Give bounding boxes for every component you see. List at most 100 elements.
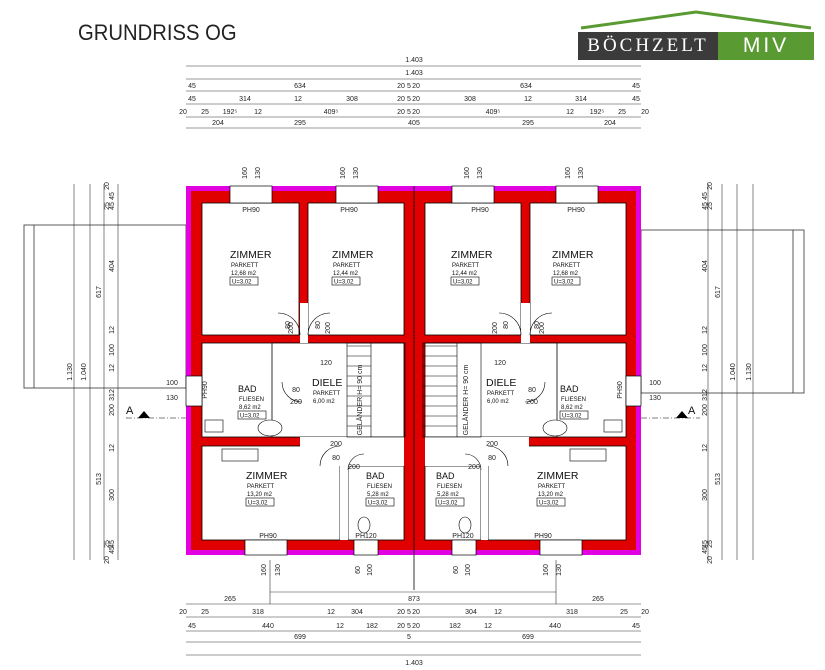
dim-side: 20 [707, 182, 714, 190]
dim-side: 45 [702, 192, 709, 200]
dim-bottom-row3: 440 [262, 623, 274, 630]
dim-bottom-row2: 25 [620, 609, 628, 616]
dim-top-row5: 192⁵ [590, 109, 605, 116]
dim-top-row5: 409⁵ [324, 109, 339, 116]
room-name: ZIMMER [552, 249, 594, 261]
dim-top-row5: 20 [412, 109, 420, 116]
dim-side: 12 [702, 444, 709, 452]
dim-bottom-row2: 20 [397, 609, 405, 616]
dim-window-top: 130 [477, 167, 484, 179]
dim-bottom-row2: 318 [566, 609, 578, 616]
window-label: PH90 [534, 533, 552, 540]
company-logo: BÖCHZELT MIV [573, 8, 819, 60]
room-u-value-box [237, 410, 267, 420]
dim-top-row3: 5 [407, 83, 411, 90]
room-u-value: U=3,02 [334, 280, 354, 286]
door-dim: 80 [332, 455, 340, 462]
dim-side: 25 [707, 540, 714, 548]
window-label: PH90 [471, 207, 489, 214]
window-label: PH90 [259, 533, 277, 540]
windows [185, 185, 642, 556]
dim-bottom-row2: 12 [327, 609, 335, 616]
door-dim: 80 [285, 321, 292, 329]
dim-bottom-row3: 20 [412, 623, 420, 630]
roof-logo-icon [580, 10, 812, 30]
dim-bottom-row2: 5 [407, 609, 411, 616]
dim-top-row4: 308 [464, 96, 476, 103]
dim-top-row4: 45 [632, 96, 640, 103]
dim-top-row3: 45 [632, 83, 640, 90]
dim-window-bottom: 130 [556, 564, 563, 576]
door-dim: 80 [528, 387, 536, 394]
dim-side-total: 1.040 [730, 363, 737, 381]
room-u-value: U=3,02 [554, 280, 574, 286]
dim-top-row5: 192⁵ [223, 109, 238, 116]
room-area: 6,00 m2 [487, 399, 509, 405]
dim-window-top: 130 [255, 167, 262, 179]
room-area: 12,44 m2 [452, 271, 478, 277]
dim-bottom-row3: 5 [407, 623, 411, 630]
dim-side: 617 [96, 286, 103, 298]
door-dim: 200 [468, 464, 480, 471]
room-name: ZIMMER [451, 249, 493, 261]
dim-window-side: 130 [649, 395, 661, 402]
dim-top-row6: 295 [294, 120, 306, 127]
dim-window-top: 160 [565, 167, 572, 179]
room-area: 8,62 m2 [239, 405, 261, 411]
dim-side: 617 [715, 286, 722, 298]
dim-window-bottom: 60 [453, 566, 460, 574]
dim-top-row4: 12 [294, 96, 302, 103]
dim-side: 300 [702, 489, 709, 501]
room-u-value: U=3,02 [453, 280, 473, 286]
room-floor: PARKETT [538, 484, 566, 490]
room-floor: PARKETT [247, 484, 275, 490]
door-dim: 80 [292, 387, 300, 394]
room-area: 12,44 m2 [333, 271, 359, 277]
dim-side: 100 [702, 344, 709, 356]
room-u-value: U=3,02 [562, 414, 582, 420]
room-u-value: U=3,02 [368, 501, 388, 507]
stair-railing-label: GELÄNDER H= 90 cm [356, 365, 364, 436]
room-area: 13,20 m2 [538, 492, 564, 498]
door-dim: 80 [503, 321, 510, 329]
dim-bottom-row3: 12 [336, 623, 344, 630]
dim-bottom-row3: 182 [449, 623, 461, 630]
dim-bottom-row2: 20 [179, 609, 187, 616]
dim-window-top: 130 [353, 167, 360, 179]
dim-bottom-row4: 699 [294, 634, 306, 641]
balcony-outlines [23, 224, 805, 394]
room-floor: PARKETT [333, 263, 361, 269]
room-u-value-box [229, 276, 259, 286]
room-floor: PARKETT [487, 391, 515, 397]
room-floor: FLIESEN [437, 484, 462, 490]
room-area: 8,62 m2 [561, 405, 583, 411]
window-label: PH120 [355, 533, 377, 540]
door-dim: 80 [534, 321, 541, 329]
dim-bottom-row2: 304 [351, 609, 363, 616]
dim-side: 312 [702, 389, 709, 401]
room-floor: FLIESEN [239, 397, 264, 403]
door-dim: 200 [290, 399, 302, 406]
dim-top-row4: 20 [397, 96, 405, 103]
dim-window-bottom: 100 [465, 564, 472, 576]
dim-side: 45 [702, 546, 709, 554]
side-dimensions [73, 184, 754, 560]
dim-window-top: 160 [340, 167, 347, 179]
dim-top-row3: 45 [188, 83, 196, 90]
room-name: BAD [366, 471, 385, 481]
window-label: PH90 [242, 207, 260, 214]
room-u-value-box [450, 276, 480, 286]
room-area: 12,68 m2 [231, 271, 257, 277]
room-name: BAD [238, 384, 257, 394]
dim-top-row3: 634 [294, 83, 306, 90]
dim-side: 12 [109, 326, 116, 334]
dim-side: 25 [104, 202, 111, 210]
dim-side: 45 [702, 202, 709, 210]
dim-bottom-row3: 20 [397, 623, 405, 630]
dim-side: 12 [702, 364, 709, 372]
dim-window-bottom: 160 [543, 564, 550, 576]
dim-bottom-total: 1.403 [405, 660, 423, 667]
room-u-value-box [245, 497, 275, 507]
room-name: ZIMMER [230, 249, 272, 261]
